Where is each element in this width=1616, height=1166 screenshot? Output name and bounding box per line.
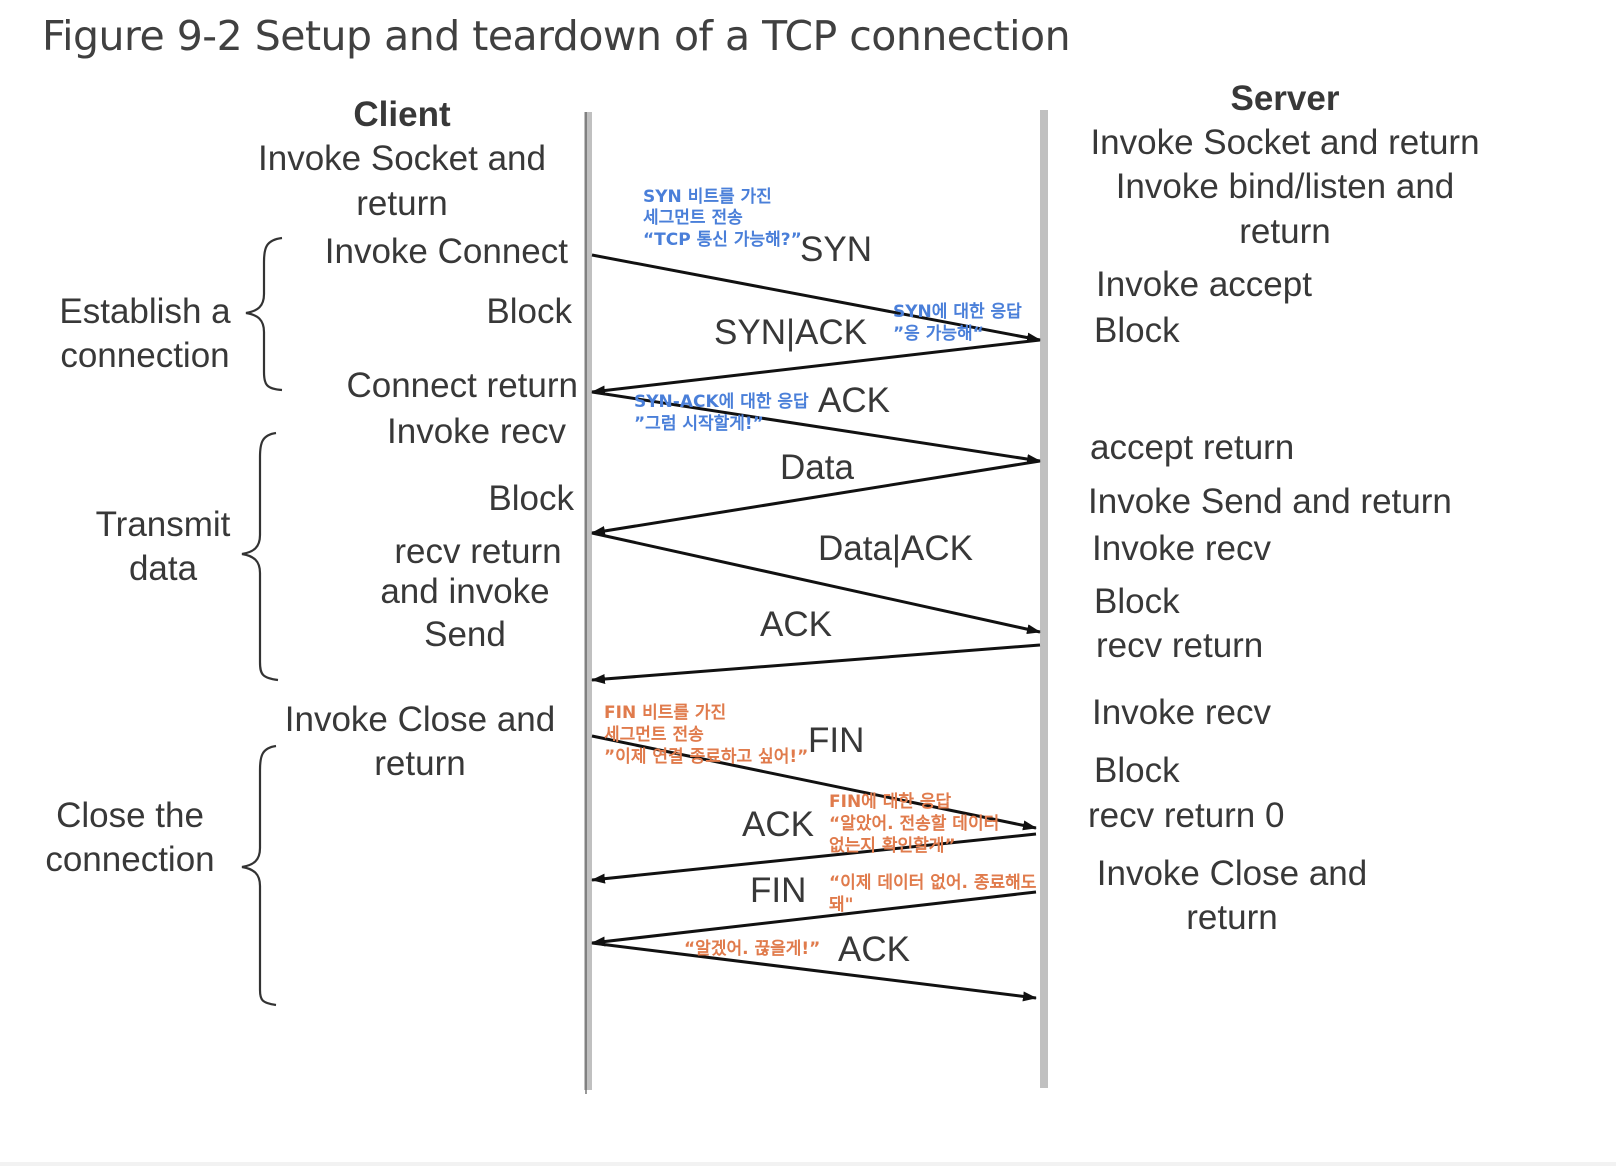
brace-close: [241, 744, 277, 1007]
server-event: Invoke Send and return: [1088, 482, 1452, 521]
server-event: return: [1186, 898, 1277, 937]
annotation-line: FIN에 대한 응답: [829, 792, 952, 812]
brace-establish: [245, 236, 283, 392]
annotation-syn-ack: SYN에 대한 응답 ”응 가능해“: [893, 302, 1022, 344]
client-event: return: [374, 744, 465, 783]
page-bottom-divider: [0, 1162, 1616, 1166]
server-lifeline: [1040, 110, 1048, 1088]
message-label: SYN|ACK: [714, 313, 867, 352]
server-event: return: [1239, 212, 1330, 251]
annotation-line: SYN에 대한 응답: [893, 302, 1022, 322]
client-event: and invoke: [380, 572, 549, 611]
annotations: SYN 비트를 가진 세그먼트 전송 “TCP 통신 가능해?” SYN에 대한…: [604, 187, 1037, 959]
server-event: recv return: [1096, 626, 1263, 665]
server-heading: Server: [1231, 79, 1340, 118]
annotation-syn: SYN 비트를 가진 세그먼트 전송 “TCP 통신 가능해?”: [643, 187, 802, 250]
annotation-line: ”이제 연결 종료하고 싶어!”: [604, 747, 808, 767]
message-label: ACK: [818, 381, 890, 420]
annotation-line: SYN-ACK에 대한 응답: [634, 392, 809, 412]
message-arrows: [591, 253, 1041, 1002]
annotation-server-fin: “이제 데이터 없어. 종료해도 돼": [829, 873, 1037, 915]
arrow-data-ack: [591, 531, 1041, 635]
annotation-ack: SYN-ACK에 대한 응답 ”그럼 시작할게!”: [634, 392, 809, 434]
arrow-fin-2: [591, 890, 1037, 947]
client-event: Invoke Close and: [285, 700, 555, 739]
client-event: Block: [488, 479, 574, 518]
server-event: Block: [1094, 311, 1180, 350]
message-label: ACK: [760, 605, 832, 644]
arrow-ack-2: [591, 643, 1041, 684]
annotation-line: 세그먼트 전송: [604, 725, 704, 745]
arrow-data: [591, 459, 1041, 536]
client-event: return: [356, 184, 447, 223]
annotation-line: ”그럼 시작할게!”: [634, 414, 764, 434]
annotation-line: “이제 데이터 없어. 종료해도: [829, 873, 1037, 893]
arrow-ack-3: [591, 832, 1037, 884]
annotation-line: FIN 비트를 가진: [604, 703, 726, 723]
annotation-line: “알겠어. 끊을게!”: [684, 939, 820, 959]
phase-label-transmit: Transmit: [96, 505, 231, 544]
message-label: Data: [780, 448, 854, 487]
phase-label-transmit: data: [129, 549, 198, 588]
arrow-syn-ack: [591, 338, 1041, 396]
message-label: FIN: [808, 721, 864, 760]
arrow-ack: [591, 390, 1041, 464]
message-label: ACK: [838, 930, 910, 969]
phase-label-establish: Establish a: [59, 292, 231, 331]
phase-labels: Establish a connection Transmit data Clo…: [45, 292, 231, 879]
client-event: recv return: [394, 532, 561, 571]
annotation-line: 없는지 확인할게”: [829, 836, 956, 856]
arrow-fin: [591, 734, 1037, 831]
server-event: Block: [1094, 582, 1180, 621]
annotation-line: “알았어. 전송할 데이터: [829, 814, 999, 834]
message-label: SYN: [800, 230, 872, 269]
arrow-syn: [591, 253, 1041, 343]
annotation-fin-ack: FIN에 대한 응답 “알았어. 전송할 데이터 없는지 확인할게”: [829, 792, 999, 856]
figure-title: Figure 9-2 Setup and teardown of a TCP c…: [42, 12, 1071, 60]
annotation-final-ack: “알겠어. 끊을게!”: [684, 939, 820, 959]
client-lifeline: [584, 112, 592, 1090]
client-event: Connect return: [346, 366, 578, 405]
arrow-ack-4: [591, 941, 1037, 1002]
client-event: Invoke recv: [387, 412, 566, 451]
message-labels: SYN SYN|ACK ACK Data Data|ACK ACK FIN AC…: [714, 230, 973, 969]
message-label: ACK: [742, 805, 814, 844]
client-events: Invoke Socket and return Invoke Connect …: [258, 139, 578, 783]
phase-label-close: connection: [45, 840, 214, 879]
annotation-fin: FIN 비트를 가진 세그먼트 전송 ”이제 연결 종료하고 싶어!”: [604, 703, 808, 767]
message-label: Data|ACK: [818, 529, 973, 568]
phase-braces: [241, 236, 283, 1007]
server-event: Invoke recv: [1092, 529, 1271, 568]
server-event: Invoke recv: [1092, 693, 1271, 732]
annotation-line: ”응 가능해“: [893, 324, 984, 344]
server-event: Block: [1094, 751, 1180, 790]
client-event: Invoke Connect: [325, 232, 568, 271]
annotation-line: “TCP 통신 가능해?”: [643, 230, 802, 250]
server-event: Invoke bind/listen and: [1116, 167, 1455, 206]
annotation-line: SYN 비트를 가진: [643, 187, 772, 207]
server-events: Invoke Socket and return Invoke bind/lis…: [1088, 123, 1480, 937]
annotation-line: 돼": [829, 895, 854, 915]
brace-transmit: [241, 431, 279, 682]
client-heading: Client: [353, 95, 451, 134]
server-event: Invoke accept: [1096, 265, 1312, 304]
client-event: Send: [424, 615, 506, 654]
message-label: FIN: [750, 871, 806, 910]
phase-label-establish: connection: [60, 336, 229, 375]
server-event: recv return 0: [1088, 796, 1284, 835]
server-event: Invoke Close and: [1097, 854, 1367, 893]
client-event: Block: [486, 292, 572, 331]
server-event: accept return: [1090, 428, 1294, 467]
lifelines: [584, 110, 1048, 1094]
client-event: Invoke Socket and: [258, 139, 546, 178]
annotation-line: 세그먼트 전송: [643, 208, 743, 228]
server-event: Invoke Socket and return: [1090, 123, 1479, 162]
phase-label-close: Close the: [56, 796, 204, 835]
